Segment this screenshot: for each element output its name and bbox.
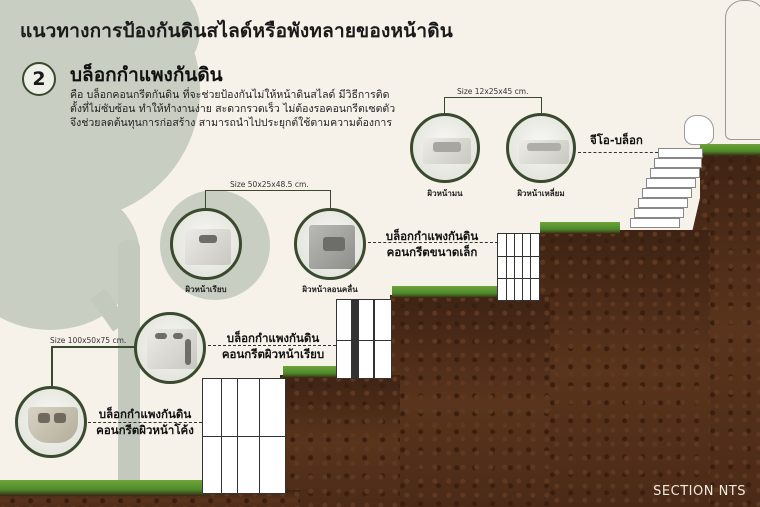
gio-block-label: จีโอ-บล็อก xyxy=(590,133,643,147)
angular-u-block-icon xyxy=(519,140,569,164)
small-block-wall xyxy=(497,233,540,301)
smooth-small-caption: ผิวหน้าเรียบ xyxy=(185,285,227,294)
section-subtitle: บล็อกกำแพงกันดิน xyxy=(70,64,223,86)
small-block-label-line1: บล็อกกำแพงกันดิน xyxy=(385,229,479,243)
smooth-block-leader-line xyxy=(208,345,336,346)
smooth-block-wall xyxy=(336,299,392,379)
smooth-small-block-image xyxy=(170,208,242,280)
smooth-block-label-line2: คอนกรีตผิวหน้าเรียบ xyxy=(221,347,325,361)
curved-block-wall xyxy=(202,378,286,494)
wavy-small-caption: ผิวหน้าลอนคลื่น xyxy=(302,285,358,294)
cat-silhouette-icon xyxy=(684,115,714,145)
small-block-label-line2: คอนกรีตขนาดเล็ก xyxy=(386,245,478,259)
gio-leader-line xyxy=(578,152,658,153)
wavy-small-block-image xyxy=(294,208,366,280)
small-block-size: Size 50x25x48.5 cm. xyxy=(230,180,309,189)
curved-face-block-icon xyxy=(28,407,78,443)
gio-flat-block-image xyxy=(410,113,480,183)
smooth-block-label-line1: บล็อกกำแพงกันดิน xyxy=(226,331,320,345)
smooth-block-size: Size 100x50x75 cm. xyxy=(50,336,127,345)
large-smooth-block-image xyxy=(134,312,206,384)
large-smooth-block-icon xyxy=(147,329,197,369)
gio-block-bracket xyxy=(444,97,542,115)
gio-angular-caption: ผิวหน้าเหลี่ยม xyxy=(517,189,565,198)
wavy-face-block-icon xyxy=(309,225,355,269)
curved-block-label: บล็อกกำแพงกันดิน คอนกรีตผิวหน้าโค้ง xyxy=(90,406,200,438)
small-block-leader-line xyxy=(368,242,498,243)
curved-block-label-line2: คอนกรีตผิวหน้าโค้ง xyxy=(96,423,194,437)
gio-block-size: Size 12x25x45 cm. xyxy=(457,87,529,96)
gio-flat-caption: ผิวหน้ามน xyxy=(427,189,463,198)
smooth-block-connector xyxy=(51,346,135,348)
smooth-block-label: บล็อกกำแพงกันดิน คอนกรีตผิวหน้าเรียบ xyxy=(210,330,336,362)
gio-angular-block-image xyxy=(506,113,576,183)
step-number-badge: 2 xyxy=(22,62,56,96)
small-block-bracket xyxy=(205,190,331,208)
curved-block-label-line1: บล็อกกำแพงกันดิน xyxy=(98,407,192,421)
small-block-label: บล็อกกำแพงกันดิน คอนกรีตขนาดเล็ก xyxy=(372,228,492,260)
curved-block-leader-line xyxy=(88,422,202,423)
section-nts-label: SECTION NTS xyxy=(653,484,746,499)
flat-u-block-icon xyxy=(423,138,471,164)
page-title: แนวทางการป้องกันดินสไลด์หรือพังทลายของหน… xyxy=(20,20,453,42)
section-description: คือ บล็อกคอนกรีตกันดิน ที่จะช่วยป้องกันไ… xyxy=(70,89,396,129)
smooth-face-block-icon xyxy=(185,229,231,265)
smooth-block-connector-vertical xyxy=(51,346,53,386)
curved-block-image xyxy=(15,386,87,458)
